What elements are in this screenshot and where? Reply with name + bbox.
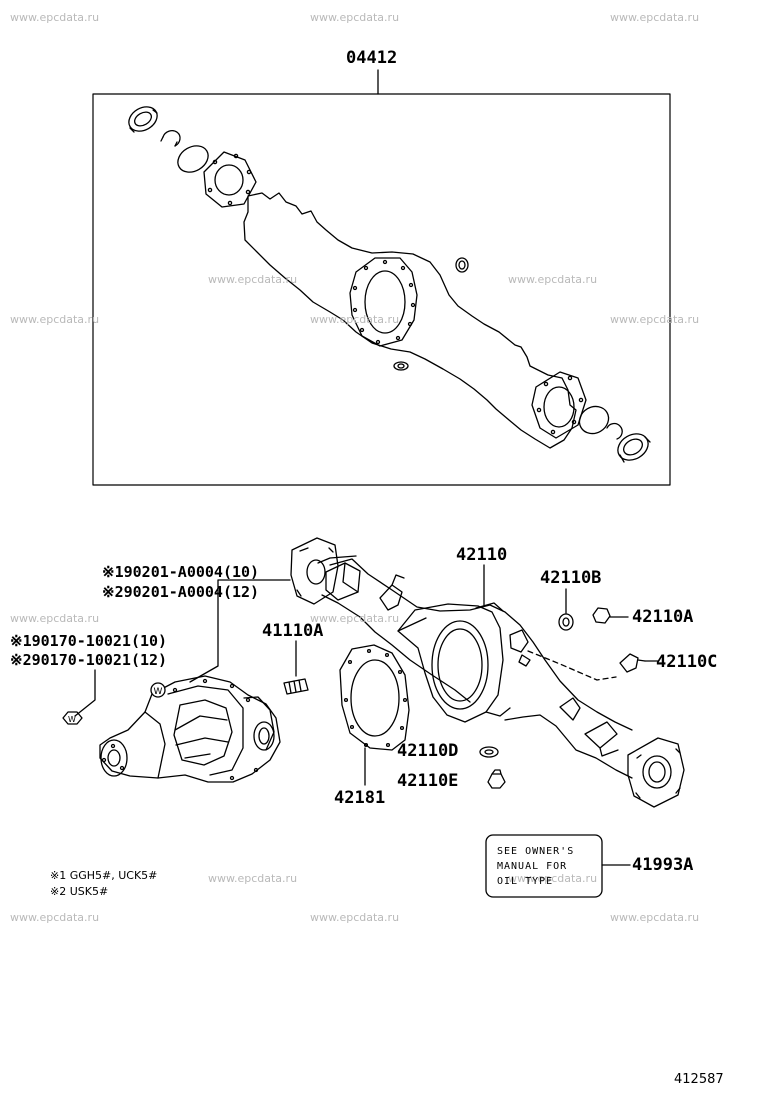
watermark: www.epcdata.ru [10,612,100,625]
part-label-gasket[interactable]: 42181 [334,788,386,808]
kit-oil-seal-right [617,433,651,463]
part-label-housing[interactable]: 42110 [456,545,508,565]
watermark: www.epcdata.ru [610,313,700,326]
svg-text:W: W [154,687,163,697]
sticker-line-2: MANUAL FOR [497,861,568,872]
part-label-carrier-bolt-2[interactable]: ※290201-A0004(12) [102,583,260,601]
carrier-bolt-leader [189,579,291,683]
part-label-plug-e[interactable]: 42110E [397,771,459,791]
carrier-gasket [339,644,410,786]
part-label-carrier-nut-1[interactable]: ※190170-10021(10) [10,632,168,650]
watermark: www.epcdata.ru [310,911,400,924]
part-label-plug-b[interactable]: 42110B [540,568,602,588]
stud [283,640,309,695]
part-label-kit[interactable]: 04412 [346,48,398,68]
diagram-id: 412587 [674,1072,724,1087]
plug-a [592,607,629,624]
plug-e [487,769,506,789]
watermark: www.epcdata.ru [10,11,100,24]
plug-d [479,746,499,758]
watermark: www.epcdata.ru [508,273,598,286]
kit-small-gasket-2 [393,361,409,371]
watermark: www.epcdata.ru [610,911,700,924]
watermark: www.epcdata.ru [208,872,298,885]
carrier-nut: W [62,711,83,725]
part-label-plug-a[interactable]: 42110A [632,607,694,627]
oil-label-sticker [485,834,603,898]
kit-oil-seal-left [128,106,158,133]
watermark: www.epcdata.ru [208,273,298,286]
sticker-line-1: SEE OWNER'S [497,846,575,857]
washer-mark: W [150,682,166,698]
watermark: www.epcdata.ru [610,11,700,24]
kit-snap-ring-right [606,422,623,440]
svg-text:W: W [68,715,76,724]
part-label-carrier-bolt-1[interactable]: ※190201-A0004(10) [102,563,260,581]
axle-housing [290,537,685,808]
part-label-plug-d[interactable]: 42110D [397,741,459,761]
plug-b [558,588,574,631]
kit-flange-gasket-left [203,151,257,208]
kit-housing-gasket [243,192,577,449]
kit-o-ring-right [578,405,610,435]
watermark: www.epcdata.ru [310,11,400,24]
watermark: www.epcdata.ru [310,313,400,326]
part-label-breather-c[interactable]: 42110C [656,652,718,672]
kit-flange-gasket-right [531,371,587,439]
part-label-carrier-nut-2[interactable]: ※290170-10021(12) [10,651,168,669]
watermark: www.epcdata.ru [508,872,598,885]
kit-small-gasket-1 [455,257,469,273]
differential-carrier [99,675,281,783]
carrier-nut-leader [74,669,96,717]
watermark: www.epcdata.ru [310,612,400,625]
part-label-stud[interactable]: 41110A [262,621,324,641]
watermark: www.epcdata.ru [10,911,100,924]
kit-center-gasket [349,257,418,347]
part-label-oil-label[interactable]: 41993A [632,855,694,875]
kit-snap-ring-left [160,130,181,147]
watermark: www.epcdata.ru [10,313,100,326]
footnote-2: ※2 USK5# [50,885,109,898]
sticker-line-3: OIL TYPE [497,876,554,887]
kit-frame [92,93,671,486]
kit-o-ring-left [177,145,209,173]
footnote-1: ※1 GGH5#, UCK5# [50,869,158,882]
breather-c [518,650,659,681]
